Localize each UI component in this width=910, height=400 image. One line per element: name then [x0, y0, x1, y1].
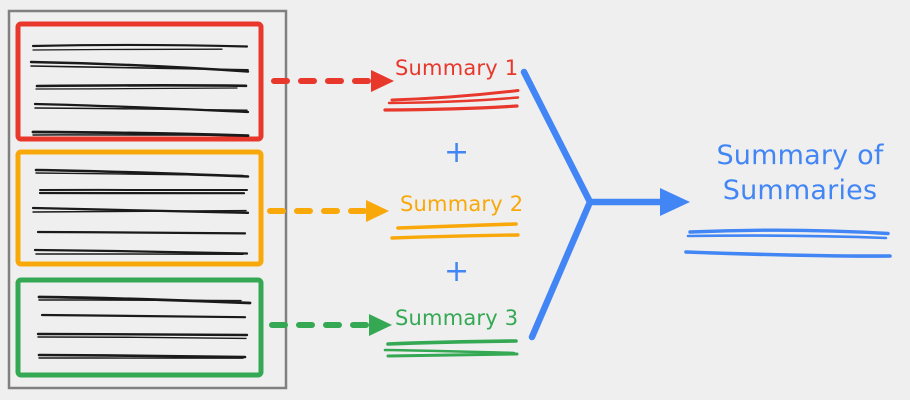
summary-1-squiggles [383, 89, 520, 112]
arrow-group-3-to-summary-3 [269, 314, 392, 336]
final-summary-squiggles [684, 228, 892, 258]
document-group-3-text-lines [36, 295, 252, 359]
summary-3-squiggles [383, 339, 519, 358]
document-group-2-box[interactable] [15, 149, 264, 267]
summary-1-label: Summary 1 [395, 56, 519, 80]
summary-2-label: Summary 2 [400, 192, 524, 216]
plus-operator-2: + [444, 254, 470, 289]
document-group-1-text-lines [29, 43, 250, 137]
merge-arrow-head [660, 188, 690, 216]
document-group-1-box[interactable] [15, 21, 264, 142]
document-group-2-text-lines [31, 168, 250, 255]
document-group-3-box[interactable] [15, 277, 264, 378]
final-summary-label: Summary of Summaries [716, 140, 884, 206]
summary-2-squiggles [390, 222, 520, 240]
plus-operator-1: + [444, 135, 470, 170]
source-documents-panel-border [7, 9, 288, 390]
summary-3-label: Summary 3 [395, 306, 519, 330]
arrow-group-1-to-summary-1 [271, 70, 394, 92]
arrow-group-2-to-summary-2 [267, 200, 389, 222]
merge-arrow [520, 68, 667, 341]
